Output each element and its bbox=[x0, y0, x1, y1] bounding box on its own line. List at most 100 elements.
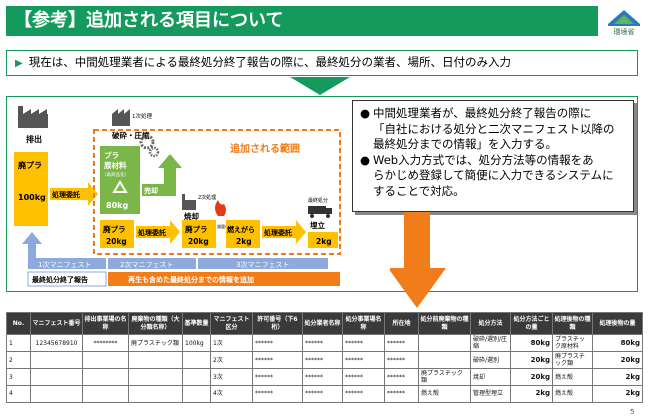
consign-arrow-1 bbox=[50, 182, 98, 206]
table-cell: 2kg bbox=[592, 385, 643, 403]
label-volume-reduction: 減量化 bbox=[217, 223, 229, 229]
add-info-bar bbox=[108, 272, 340, 286]
table-cell: ****** bbox=[342, 334, 385, 352]
table-row: 2 2次 ****** ****** ****** ****** 破砕/選別 2… bbox=[6, 351, 643, 369]
ministry-logo-icon bbox=[608, 10, 640, 26]
note-line-4: Web入力方式では、処分方法等の情報をあ bbox=[373, 152, 594, 167]
label-plastic-3: （再商品化） bbox=[102, 171, 129, 178]
table-cell bbox=[82, 368, 129, 386]
table-cell: 廃プラスチック類 bbox=[552, 351, 593, 369]
table-cell bbox=[418, 351, 471, 369]
table-cell: 2次 bbox=[210, 351, 253, 369]
primary-factory-icon bbox=[112, 109, 130, 126]
table-cell: 破砕/選別 bbox=[470, 351, 511, 369]
label-secondary: 2次処理 bbox=[198, 194, 216, 201]
table-cell: ****** bbox=[384, 368, 419, 386]
label-consign-3: 処理委託 bbox=[263, 228, 292, 237]
recycle-icon bbox=[112, 180, 128, 193]
table-cell bbox=[418, 334, 471, 352]
label-landfill: 埋立 bbox=[310, 220, 325, 230]
table-cell: 100kg bbox=[182, 334, 211, 352]
note-line-1: 中間処理業者が、最終処分終了報告の際に bbox=[373, 106, 592, 120]
note-line-5: らかじめ登録して簡便に入力できるシステムに bbox=[373, 168, 614, 182]
table-cell bbox=[128, 368, 183, 386]
label-waste-plastic: 廃プラ bbox=[18, 160, 42, 170]
table-cell: 20kg bbox=[510, 351, 553, 369]
table-cell bbox=[128, 351, 183, 369]
factory-icon bbox=[18, 106, 48, 128]
column-header: 処分方法 bbox=[470, 312, 511, 335]
column-header: 処分事業場名称 bbox=[342, 312, 385, 335]
table-cell bbox=[182, 351, 211, 369]
table-cell: 焼却 bbox=[470, 368, 511, 386]
final-report-bar bbox=[27, 271, 107, 287]
label-waste-plastic-2: 廃プラ bbox=[103, 224, 126, 234]
table-cell: ****** bbox=[302, 368, 343, 386]
label-primary: 1次処理 bbox=[132, 112, 152, 120]
label-added-scope: 追加される範囲 bbox=[230, 142, 300, 155]
table-cell: ****** bbox=[302, 351, 343, 369]
table-cell: ****** bbox=[384, 351, 419, 369]
label-incineration: 焼却 bbox=[184, 211, 199, 221]
table-cell: 廃プラスチック類 bbox=[128, 334, 183, 352]
label-manifest-2: 2次マニフェスト bbox=[120, 260, 173, 269]
flow-diagram: 排出 廃プラ 100kg 処理委託 1次処理 破砕・圧縮 追加される範囲 プラ … bbox=[14, 106, 341, 287]
note-line-6: することで対応。 bbox=[373, 183, 465, 198]
manifest-up-arrow bbox=[22, 232, 42, 258]
table-cell: 12345678910 bbox=[30, 334, 83, 352]
label-amount-20-b: 20kg bbox=[188, 237, 209, 246]
table-row: 1 12345678910 ******** 廃プラスチック類 100kg 1次… bbox=[6, 334, 643, 352]
table-cell bbox=[30, 368, 83, 386]
gear-icon bbox=[139, 134, 160, 158]
table-cell: 管理型埋立 bbox=[470, 385, 511, 403]
table-cell: 2kg bbox=[592, 368, 643, 386]
table-cell: ****** bbox=[302, 385, 343, 403]
summary-text: 現在は、中間処理業者による最終処分終了報告の際に、最終処分の業者、場所、日付のみ… bbox=[28, 55, 512, 69]
table-cell bbox=[30, 385, 83, 403]
table-cell bbox=[82, 385, 129, 403]
arrow-bullet-icon: ▶ bbox=[15, 58, 23, 69]
table-cell bbox=[30, 351, 83, 369]
label-amount-80: 80kg bbox=[106, 201, 128, 210]
label-add-info: 再生も含めた最終処分までの情報を追加 bbox=[128, 275, 254, 284]
waste-plastic-box bbox=[14, 152, 48, 226]
column-header: 所在地 bbox=[384, 312, 419, 335]
table-header-row: No. マニフェスト番号 排出事業場の名称 廃棄物の種類（大分類名称） 基準数量… bbox=[6, 312, 643, 335]
note-line-2: 「自社における処分と二次マニフェスト以降の bbox=[373, 121, 615, 136]
table-cell: 3次 bbox=[210, 368, 253, 386]
note-box: ●中間処理業者が、最終処分終了報告の際に 「自社における処分と二次マニフェスト以… bbox=[352, 100, 634, 212]
manifest-1-bar bbox=[28, 258, 106, 269]
manifest-3-bar bbox=[198, 258, 328, 269]
label-crush: 破砕・圧縮 bbox=[112, 130, 150, 140]
manifest-2-bar bbox=[108, 258, 196, 269]
label-ash: 燃えがら bbox=[226, 225, 255, 234]
note-line-3: 最終処分までの情報」を入力する。 bbox=[373, 137, 557, 151]
label-manifest-1: 1次マニフェスト bbox=[38, 260, 91, 269]
summary-box: ▶ 現在は、中間処理業者による最終処分終了報告の際に、最終処分の業者、場所、日付の… bbox=[6, 50, 638, 76]
waste-plastic-20-box bbox=[100, 220, 134, 248]
column-header: マニフェスト区分 bbox=[210, 312, 253, 335]
column-header: 処分前廃棄物の種類 bbox=[418, 312, 471, 335]
label-amount-2-a: 2kg bbox=[236, 237, 252, 246]
column-header: 許可番号（下6桁） bbox=[252, 312, 303, 335]
column-header: 廃棄物の種類（大分類名称） bbox=[128, 312, 183, 335]
sale-arrow bbox=[142, 154, 182, 196]
label-amount-2-b: 2kg bbox=[316, 237, 332, 246]
page-title: 【参考】追加される項目について bbox=[6, 6, 598, 36]
column-header: 処分業者名称 bbox=[302, 312, 343, 335]
table-cell: 燃え殻 bbox=[552, 385, 593, 403]
table-cell bbox=[128, 385, 183, 403]
page-number: 5 bbox=[630, 408, 635, 416]
label-consign-1: 処理委託 bbox=[51, 190, 80, 199]
logo-text: 環境省 bbox=[613, 28, 635, 36]
orange-down-arrow-icon bbox=[390, 212, 446, 308]
table-cell: 2kg bbox=[510, 385, 553, 403]
table-row: 3 3次 ****** ****** ****** ****** 廃プラスチック… bbox=[6, 368, 643, 386]
table-cell: 燃え殻 bbox=[552, 368, 593, 386]
column-header: 処理後物の種類 bbox=[552, 312, 593, 335]
table-cell: ****** bbox=[384, 385, 419, 403]
table-cell: 燃え殻 bbox=[418, 385, 471, 403]
column-header: 排出事業場の名称 bbox=[82, 312, 129, 335]
table-cell: ****** bbox=[342, 351, 385, 369]
table-cell bbox=[182, 385, 211, 403]
